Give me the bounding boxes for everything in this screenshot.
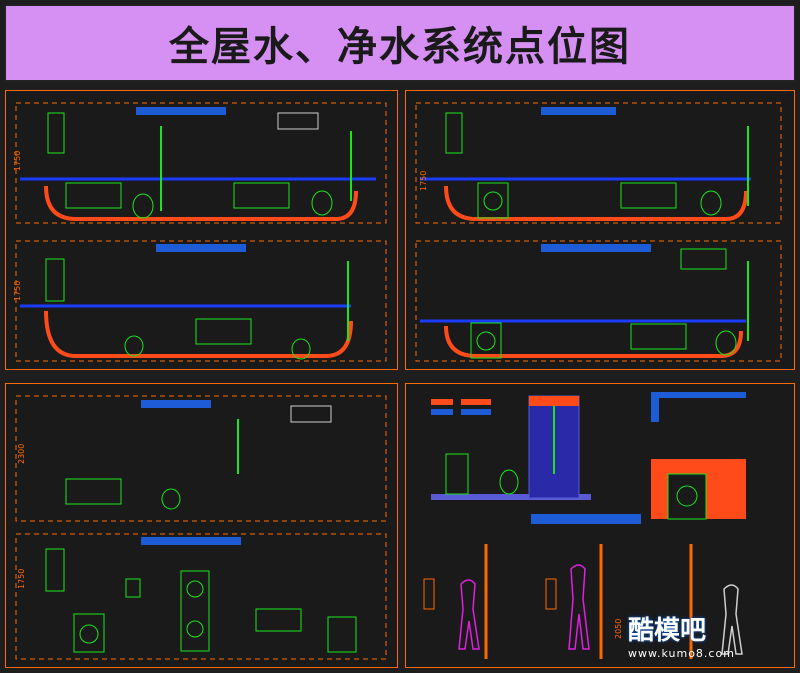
ceiling-header [529,396,579,406]
water-heater [45,258,65,302]
drum [186,620,204,638]
panel-1-drawing: 1750 1750 [13,102,387,362]
water-heater [45,548,65,592]
room-outline [15,533,387,660]
legend-hot [431,399,453,405]
electric-heater [680,248,727,270]
section-label [541,107,616,115]
pedestal-basin [445,453,469,495]
section-label [136,107,226,115]
stacked-washer-dryer [180,570,210,652]
legend-cold [461,409,491,415]
sink-cabinet [233,182,290,209]
electric-heater [290,405,332,423]
sink-cabinet [255,608,302,632]
hot-pipe [44,310,353,358]
mixer-valve-box [545,578,557,610]
figure-person [721,584,743,655]
section-label [531,514,641,524]
dim-label: 2050 [614,619,623,639]
toilet [499,469,519,495]
panel-3: 2300 1750 [5,383,398,668]
panel-4-drawing: 2050 [423,392,746,659]
sink-cabinet [65,478,122,505]
toilet [291,338,311,360]
figure-person [568,564,590,650]
dim-label: 1750 [419,171,428,191]
washing-machine [667,473,707,520]
sink-cabinet [195,318,252,345]
dim-label: 2300 [17,444,26,464]
sink-cabinet [65,182,122,209]
drum [676,485,698,507]
room-outline [415,240,782,362]
watermark-url: www.kumo8.com [628,647,735,660]
washing-machine [470,322,502,359]
room-outline [15,240,387,362]
washing-machine [477,182,509,219]
panel-2: 1750 [405,90,795,370]
mixer-valve-box [423,578,435,610]
watermark: 酷模吧 www.kumo8.com [628,610,735,660]
section-label [156,244,246,252]
panel-3-drawing: 2300 1750 [15,395,387,660]
toilet [124,335,144,357]
legend-cold [431,409,453,415]
sink-cabinet [630,323,687,350]
floor-line [431,494,591,500]
toilet [715,330,737,356]
drum [483,191,503,211]
page-title: 全屋水、净水系统点位图 [169,24,631,70]
drum [79,624,99,644]
room-outline [15,395,387,522]
legend-hot [461,399,491,405]
water-purifier [125,578,141,598]
room-outline [415,102,782,224]
water-heater [445,112,463,154]
section-label [141,400,211,408]
panel-4: 2050 [405,383,795,668]
sink-cabinet [620,182,677,209]
panel-2-drawing: 1750 [415,102,782,362]
toilet [132,193,154,219]
dim-label: 1750 [13,151,22,171]
toilet [161,488,181,510]
toilet [700,190,722,216]
drum [476,331,496,351]
dishwasher [327,616,357,653]
section-label [141,537,241,545]
water-heater [47,112,65,154]
figure-person [458,579,480,650]
drum [186,580,204,598]
panel-1: 1750 1750 [5,90,398,370]
watermark-brand: 酷模吧 [628,616,707,646]
dim-label: 1750 [13,281,22,301]
section-label [541,244,651,252]
hot-pipe [444,185,748,221]
electric-heater [277,112,319,130]
section-label [651,392,746,398]
dim-label: 1750 [17,569,26,589]
wall-section [651,392,659,422]
room-outline [15,102,387,224]
hot-pipe [444,325,743,358]
washing-machine [73,613,105,653]
toilet [311,190,333,216]
hot-pipe [44,185,358,221]
title-banner: 全屋水、净水系统点位图 [4,4,796,82]
